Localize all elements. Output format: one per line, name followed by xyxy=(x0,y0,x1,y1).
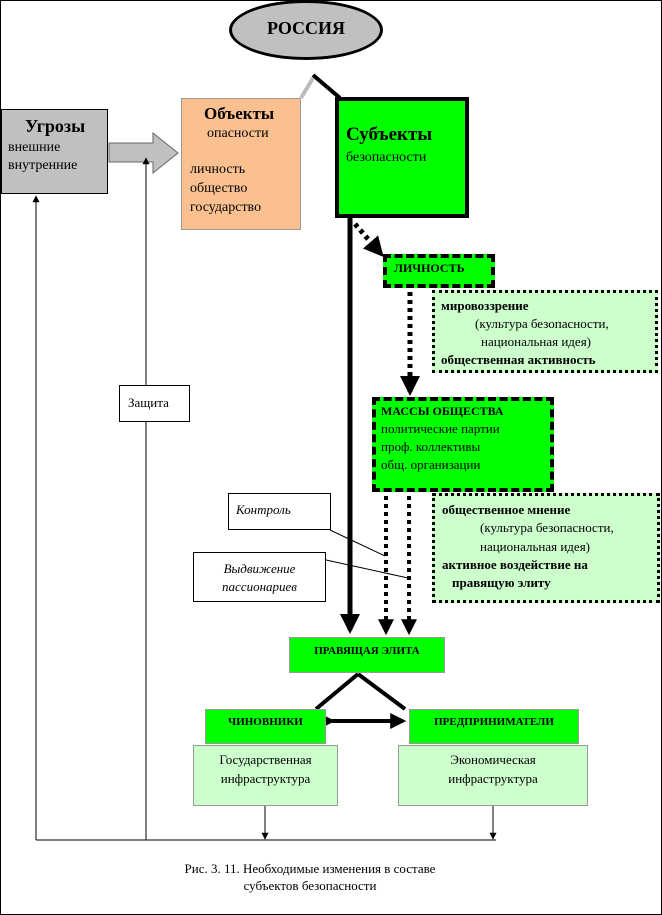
officials-box xyxy=(205,709,326,744)
economic-infrastructure-box xyxy=(398,745,588,806)
subjects-box xyxy=(335,97,469,218)
personality-label: ЛИЧНОСТЬ xyxy=(394,261,465,275)
worldview-line: (культура безопасности, xyxy=(475,316,609,331)
passion-callout-line xyxy=(325,559,409,579)
figure-caption: Рис. 3. 11. Необходимые изменения в сост… xyxy=(184,861,436,876)
russia-node xyxy=(229,0,383,60)
objects-item: государство xyxy=(190,200,262,215)
subjects-title: Субъекты xyxy=(346,124,433,145)
worldview-line: мировоззрение xyxy=(441,298,529,313)
threats-box xyxy=(1,109,108,194)
russia-to-objects-line xyxy=(299,76,315,100)
threats-internal: внутренние xyxy=(8,158,78,173)
objects-box xyxy=(181,98,301,230)
control-label: Контроль xyxy=(236,502,291,517)
masses-box xyxy=(372,397,554,492)
worldview-line: национальная идея) xyxy=(481,334,592,349)
state-infrastructure-line: Государственная xyxy=(219,752,312,767)
economic-infrastructure-line: инфраструктура xyxy=(448,771,538,786)
objects-subtitle: опасности xyxy=(207,126,269,141)
personality-box xyxy=(383,254,495,288)
public-opinion-line: национальная идея) xyxy=(480,539,591,554)
masses-item: проф. коллективы xyxy=(381,439,481,454)
ruling-elite-label: ПРАВЯЩАЯ ЭЛИТА xyxy=(314,645,420,657)
protection-label: Защита xyxy=(128,395,169,410)
public-opinion-box xyxy=(432,493,660,603)
public-opinion-line: активное воздействие на xyxy=(442,557,588,572)
worldview-box xyxy=(432,290,658,373)
masses-item: общ. организации xyxy=(381,457,481,472)
figure-caption: субъектов безопасности xyxy=(243,878,377,893)
objects-item: личность xyxy=(190,162,246,177)
entrepreneurs-box xyxy=(409,709,579,744)
entrepreneurs-label: ПРЕДПРИНИМАТЕЛИ xyxy=(434,716,554,728)
passionaries-box xyxy=(193,552,326,602)
elite-to-entrepreneurs-line xyxy=(356,672,407,711)
passionaries-line: пассионариев xyxy=(222,579,297,594)
subjects-to-personality-line xyxy=(353,222,384,258)
threats-external: внешние xyxy=(8,140,61,155)
public-opinion-line: (культура безопасности, xyxy=(480,520,614,535)
masses-item: политические партии xyxy=(381,421,500,436)
objects-title: Объекты xyxy=(204,104,275,123)
elite-to-officials-line xyxy=(314,672,360,711)
passionaries-line: Выдвижение xyxy=(223,561,296,576)
control-callout-line xyxy=(329,529,386,557)
threats-title: Угрозы xyxy=(25,116,86,136)
threats-to-objects-arrow xyxy=(108,131,179,175)
masses-title: МАССЫ ОБЩЕСТВА xyxy=(381,404,504,418)
subjects-subtitle: безопасности xyxy=(346,150,427,165)
worldview-line: общественная активность xyxy=(441,352,596,367)
public-opinion-line: общественное мнение xyxy=(442,502,571,517)
economic-infrastructure-line: Экономическая xyxy=(450,752,536,767)
state-infrastructure-line: инфраструктура xyxy=(220,771,311,786)
russia-label: РОССИЯ xyxy=(266,18,346,38)
public-opinion-line: правящую элиту xyxy=(452,575,551,590)
russia-to-subjects-line xyxy=(311,73,342,100)
state-infrastructure-box xyxy=(193,745,338,806)
ruling-elite-box xyxy=(289,637,445,673)
protection-box xyxy=(119,385,190,422)
objects-item: общество xyxy=(190,181,248,196)
control-box xyxy=(228,493,331,530)
officials-label: ЧИНОВНИКИ xyxy=(228,716,303,728)
